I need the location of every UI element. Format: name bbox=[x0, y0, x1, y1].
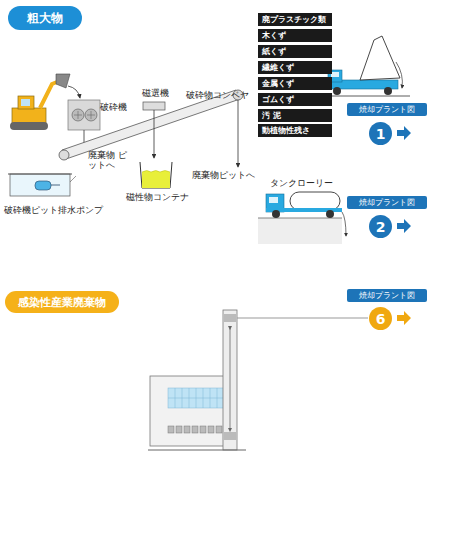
node-text: 1 bbox=[376, 126, 386, 142]
node-text: 動植物性残さ bbox=[262, 125, 310, 136]
node-text: 焼却プラント図 bbox=[359, 104, 415, 115]
part-label: 磁選機 bbox=[142, 88, 169, 98]
part-label: 磁性物コンテナ bbox=[126, 192, 189, 202]
node-text: 廃プラスチック類 bbox=[262, 14, 326, 25]
callout-number: 2 bbox=[369, 215, 392, 238]
part-label: 破砕機 bbox=[100, 102, 127, 112]
flow-label: 廃棄物ピットへ bbox=[192, 170, 255, 180]
waste-type-box: 廃プラスチック類 bbox=[258, 13, 332, 26]
excavator bbox=[10, 74, 70, 130]
part-label: タンクローリー bbox=[270, 178, 333, 188]
node-text: 金属くず bbox=[262, 78, 294, 89]
section-pill: 感染性産業廃棄物 bbox=[5, 291, 119, 313]
flow-label: 廃棄物 ピットへ bbox=[88, 150, 128, 171]
waste-type-box: 木くず bbox=[258, 29, 332, 42]
node-text: ゴムくず bbox=[262, 94, 294, 105]
node-text: 木くず bbox=[262, 30, 286, 41]
node-text: 繊維くず bbox=[262, 62, 294, 73]
plant-link-tag: 焼却プラント図 bbox=[347, 103, 427, 116]
waste-type-box: 動植物性残さ bbox=[258, 124, 332, 137]
waste-type-box: 金属くず bbox=[258, 77, 332, 90]
node-text: 汚 泥 bbox=[262, 110, 281, 121]
conveyor bbox=[59, 90, 243, 160]
waste-type-box: ゴムくず bbox=[258, 93, 332, 106]
plant-link-tag: 焼却プラント図 bbox=[347, 289, 427, 302]
node-text: 焼却プラント図 bbox=[359, 290, 415, 301]
crusher bbox=[68, 100, 100, 130]
part-label: 破砕物コンベヤ bbox=[186, 90, 249, 100]
tank-lorry bbox=[258, 192, 346, 244]
node-text: 焼却プラント図 bbox=[359, 197, 415, 208]
dump-truck bbox=[322, 36, 410, 96]
node-text: 紙くず bbox=[262, 46, 286, 57]
part-label: 破砕機ピット排水ポンプ bbox=[4, 205, 103, 215]
waste-type-box: 紙くず bbox=[258, 45, 332, 58]
node-text: 6 bbox=[376, 311, 386, 327]
incinerator-building bbox=[148, 310, 368, 450]
callout-number: 1 bbox=[369, 122, 392, 145]
node-text: 粗大物 bbox=[27, 10, 63, 27]
callout-number: 6 bbox=[369, 307, 392, 330]
node-text: 2 bbox=[376, 219, 386, 235]
section-pill: 粗大物 bbox=[8, 6, 82, 30]
plant-link-tag: 焼却プラント図 bbox=[347, 196, 427, 209]
pit-pump bbox=[8, 174, 72, 196]
magnetic-container bbox=[140, 162, 172, 188]
waste-type-box: 繊維くず bbox=[258, 61, 332, 74]
node-text: 感染性産業廃棄物 bbox=[18, 295, 106, 310]
waste-type-box: 汚 泥 bbox=[258, 109, 332, 122]
magnetic-separator bbox=[143, 102, 165, 158]
